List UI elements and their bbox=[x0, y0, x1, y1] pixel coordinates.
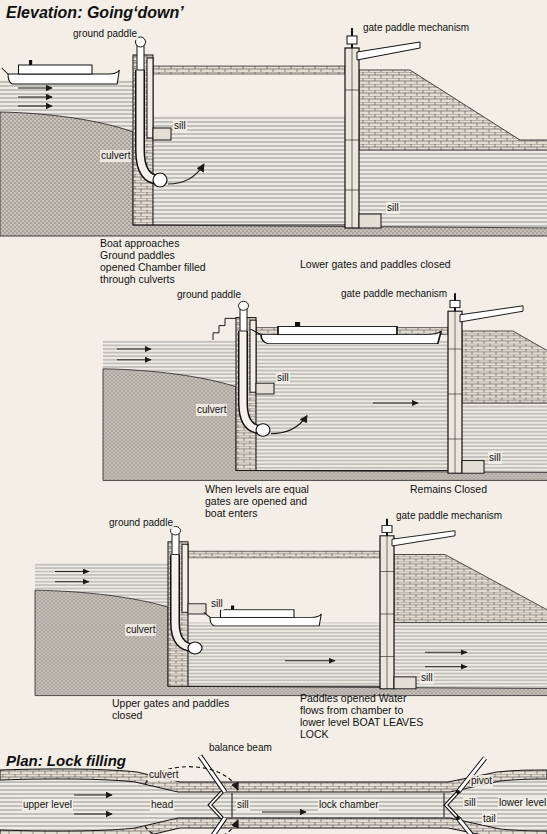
flow-arrow bbox=[18, 88, 52, 106]
part-label: gate paddle mechanism bbox=[362, 22, 470, 34]
lock-structure bbox=[0, 28, 547, 236]
flow-arrow bbox=[117, 359, 151, 360]
part-label: culvert bbox=[100, 150, 131, 162]
flow-arrow bbox=[18, 97, 52, 98]
part-label: head bbox=[150, 799, 174, 811]
caption-note: Boat approaches Ground paddles opened Ch… bbox=[100, 237, 212, 285]
lower-water bbox=[359, 150, 547, 228]
head-gates bbox=[210, 792, 222, 818]
part-label: lower level bbox=[498, 797, 547, 809]
part-label: balance beam bbox=[208, 742, 273, 754]
plan-culvert bbox=[145, 820, 238, 834]
flow-arrow bbox=[262, 812, 306, 813]
part-label: sill bbox=[173, 120, 187, 132]
flow-arrow bbox=[168, 164, 204, 184]
part-label: sill bbox=[420, 672, 434, 684]
flow-arrow bbox=[74, 814, 112, 815]
part-label: ground paddle bbox=[72, 28, 138, 40]
part-label: sill bbox=[276, 372, 290, 384]
flow-arrow bbox=[18, 88, 52, 89]
part-label: pivot bbox=[470, 775, 493, 787]
gate-pivot bbox=[456, 790, 460, 794]
balance-beam bbox=[200, 756, 485, 834]
caption-note: Lower gates and paddles closed bbox=[300, 258, 451, 270]
part-label: sill bbox=[210, 598, 224, 610]
caption-note: Upper gates and paddles closed bbox=[112, 697, 232, 721]
part-label: culvert bbox=[196, 404, 227, 416]
tail-gates bbox=[446, 792, 458, 818]
flow-arrow bbox=[373, 403, 418, 404]
part-label: sill bbox=[488, 452, 502, 464]
tail-gates bbox=[446, 792, 458, 818]
flow-arrow bbox=[425, 652, 467, 653]
part-label: lock chamber bbox=[318, 799, 379, 811]
lower-water bbox=[394, 623, 547, 689]
part-label: upper level bbox=[22, 799, 73, 811]
lock-structure bbox=[35, 519, 547, 696]
part-label: culvert bbox=[125, 624, 156, 636]
part-label: sill bbox=[463, 797, 477, 809]
part-label: gate paddle mechanism bbox=[395, 510, 503, 522]
part-label: tail bbox=[482, 813, 497, 825]
section-heading: Plan: Lock filling bbox=[6, 752, 126, 769]
part-label: culvert bbox=[148, 769, 179, 781]
gate-pivot bbox=[456, 816, 460, 820]
flow-arrow bbox=[271, 416, 307, 434]
part-label: ground paddle bbox=[176, 289, 242, 301]
flow-arrow bbox=[425, 666, 467, 667]
narrowboat bbox=[251, 322, 441, 344]
flow-arrow bbox=[74, 795, 112, 796]
elevation-panel bbox=[103, 293, 547, 480]
caption-note: Remains Closed bbox=[410, 483, 487, 495]
part-label: sill bbox=[386, 202, 400, 214]
caption-note: When levels are equal gates are opened a… bbox=[205, 483, 313, 519]
flow-arrow bbox=[18, 106, 52, 107]
chamber-water bbox=[153, 115, 345, 225]
flow-arrow bbox=[117, 349, 151, 350]
flow-arrow bbox=[55, 571, 89, 572]
caption-note: Paddles opened Water flows from chamber … bbox=[300, 692, 424, 740]
part-label: sill bbox=[236, 799, 250, 811]
flow-arrow bbox=[55, 581, 89, 582]
elevation-panel bbox=[35, 519, 547, 696]
diagram-title: Elevation: Going‘down’ bbox=[6, 4, 184, 22]
lock-structure bbox=[103, 293, 547, 480]
chamber-water bbox=[256, 340, 448, 471]
chamber-water bbox=[188, 623, 380, 687]
plan-sill bbox=[232, 793, 233, 817]
elevation-panel bbox=[0, 28, 547, 236]
part-label: ground paddle bbox=[108, 517, 174, 529]
part-label: gate paddle mechanism bbox=[340, 288, 448, 300]
narrowboat bbox=[2, 60, 120, 84]
balance-beam bbox=[200, 756, 485, 834]
flow-arrow bbox=[285, 660, 335, 661]
plan-culvert bbox=[145, 767, 238, 790]
lock-steps bbox=[213, 318, 236, 340]
head-gates bbox=[210, 792, 222, 818]
